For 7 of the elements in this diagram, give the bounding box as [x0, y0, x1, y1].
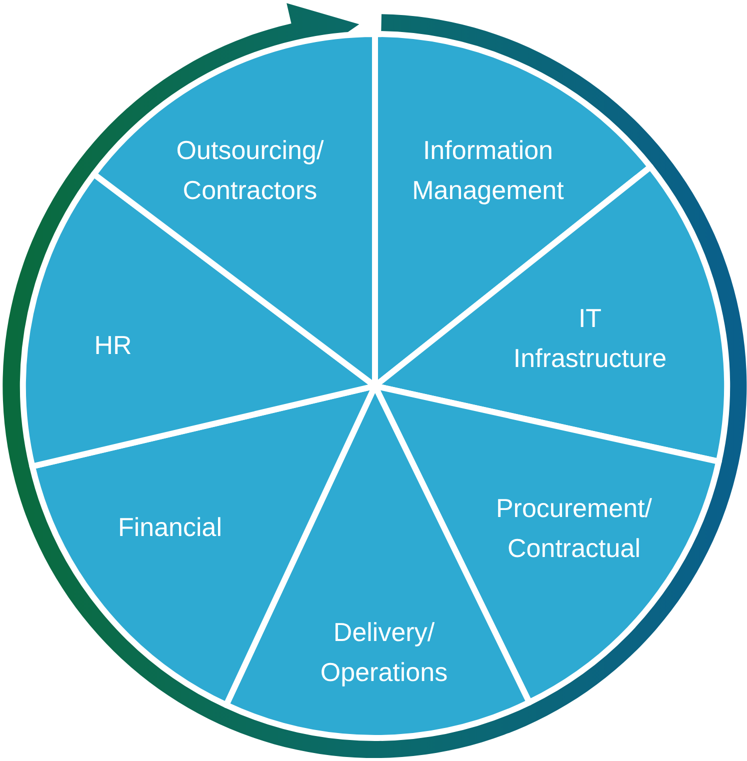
segment-label: Information Management	[411, 134, 565, 207]
segment-label: Financial	[116, 511, 224, 544]
segment-label: Delivery/ Operations	[319, 616, 449, 689]
segment-label: Outsourcing/ Contractors	[175, 134, 325, 207]
segment-label: IT Infrastructure	[512, 302, 668, 375]
segment-label: Procurement/ Contractual	[494, 492, 654, 565]
segment-label: HR	[93, 329, 133, 362]
